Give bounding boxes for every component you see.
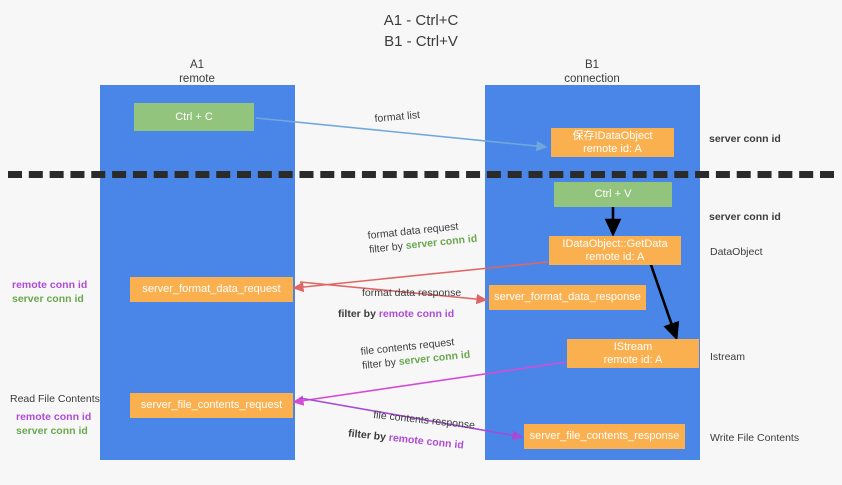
node-server-format-data-response[interactable]: server_format_data_response — [489, 285, 646, 310]
lane-header-b1: B1 connection — [512, 58, 672, 86]
node-server-format-data-request-label: server_format_data_request — [142, 283, 281, 295]
node-save-idataobject[interactable]: 保存IDataObject remote id: A — [551, 128, 674, 157]
node-istream-line1: IStream — [613, 340, 653, 353]
node-ctrl-v-label: Ctrl + V — [594, 188, 632, 200]
left-label-server-conn-id-2: server conn id — [16, 425, 88, 437]
left-label-group-file: Read File Contents remote conn id server… — [10, 392, 100, 438]
node-ctrl-v[interactable]: Ctrl + V — [554, 182, 672, 207]
edge-label-file-contents-request: file contents request filter by server c… — [360, 334, 471, 373]
lane-a1-role: remote — [179, 73, 215, 85]
node-server-format-data-response-label: server_format_data_response — [494, 291, 641, 303]
lane-b1-name: B1 — [584, 59, 600, 71]
node-ctrl-c[interactable]: Ctrl + C — [134, 103, 254, 131]
edge-label-format-data-request: format data request filter by server con… — [367, 218, 478, 257]
left-label-remote-conn-id-2: remote conn id — [16, 411, 92, 423]
node-istream[interactable]: IStream remote id: A — [567, 339, 699, 368]
lane-header-a1: A1 remote — [117, 58, 277, 86]
lane-b1-role: connection — [564, 73, 620, 85]
left-label-read-file-contents: Read File Contents — [10, 393, 100, 405]
node-server-file-contents-response[interactable]: server_file_contents_response — [524, 424, 685, 449]
edge-label-format-data-response: format data response filter by remote co… — [338, 286, 462, 321]
left-label-server-conn-id-1: server conn id — [12, 293, 84, 305]
node-save-idataobject-line2: remote id: A — [583, 142, 642, 155]
right-label-dataobject: DataObject — [710, 246, 763, 258]
right-label-write-file-contents: Write File Contents — [710, 432, 800, 444]
phase-separator — [8, 171, 834, 178]
filter-key-remote-conn-id-2: remote conn id — [388, 431, 465, 452]
filter-key-remote-conn-id-1: remote conn id — [378, 308, 455, 320]
edge-label-format-data-response-line2: filter by remote conn id — [338, 308, 455, 320]
node-save-idataobject-line1: 保存IDataObject — [572, 129, 653, 142]
node-server-format-data-request[interactable]: server_format_data_request — [130, 277, 293, 302]
node-idataobject-getdata-line2: remote id: A — [585, 250, 645, 263]
node-server-file-contents-response-label: server_file_contents_response — [529, 430, 680, 442]
lane-a1-name: A1 — [189, 59, 205, 71]
diagram-title: A1 - Ctrl+C B1 - Ctrl+V — [0, 10, 842, 52]
node-idataobject-getdata[interactable]: IDataObject::GetData remote id: A — [549, 236, 681, 265]
right-label-server-conn-id-top: server conn id — [709, 133, 781, 145]
left-label-group-format: remote conn id server conn id — [12, 278, 87, 306]
node-istream-line2: remote id: A — [603, 353, 663, 366]
node-ctrl-c-label: Ctrl + C — [175, 110, 213, 123]
edge-label-file-contents-response: file contents response filter by remote … — [348, 408, 476, 453]
right-label-istream: Istream — [710, 351, 746, 363]
left-label-remote-conn-id-1: remote conn id — [12, 279, 88, 291]
title-line-1: A1 - Ctrl+C — [383, 12, 459, 29]
node-server-file-contents-request-label: server_file_contents_request — [140, 399, 283, 411]
edge-label-format-data-response-line1: format data response — [362, 287, 462, 299]
edge-label-file-contents-response-line1: file contents response — [372, 408, 476, 432]
edge-label-format-list: format list — [374, 109, 421, 125]
node-server-file-contents-request[interactable]: server_file_contents_request — [130, 393, 293, 418]
title-line-2: B1 - Ctrl+V — [384, 33, 458, 50]
node-idataobject-getdata-line1: IDataObject::GetData — [562, 237, 668, 250]
right-label-server-conn-id-mid: server conn id — [709, 211, 781, 223]
